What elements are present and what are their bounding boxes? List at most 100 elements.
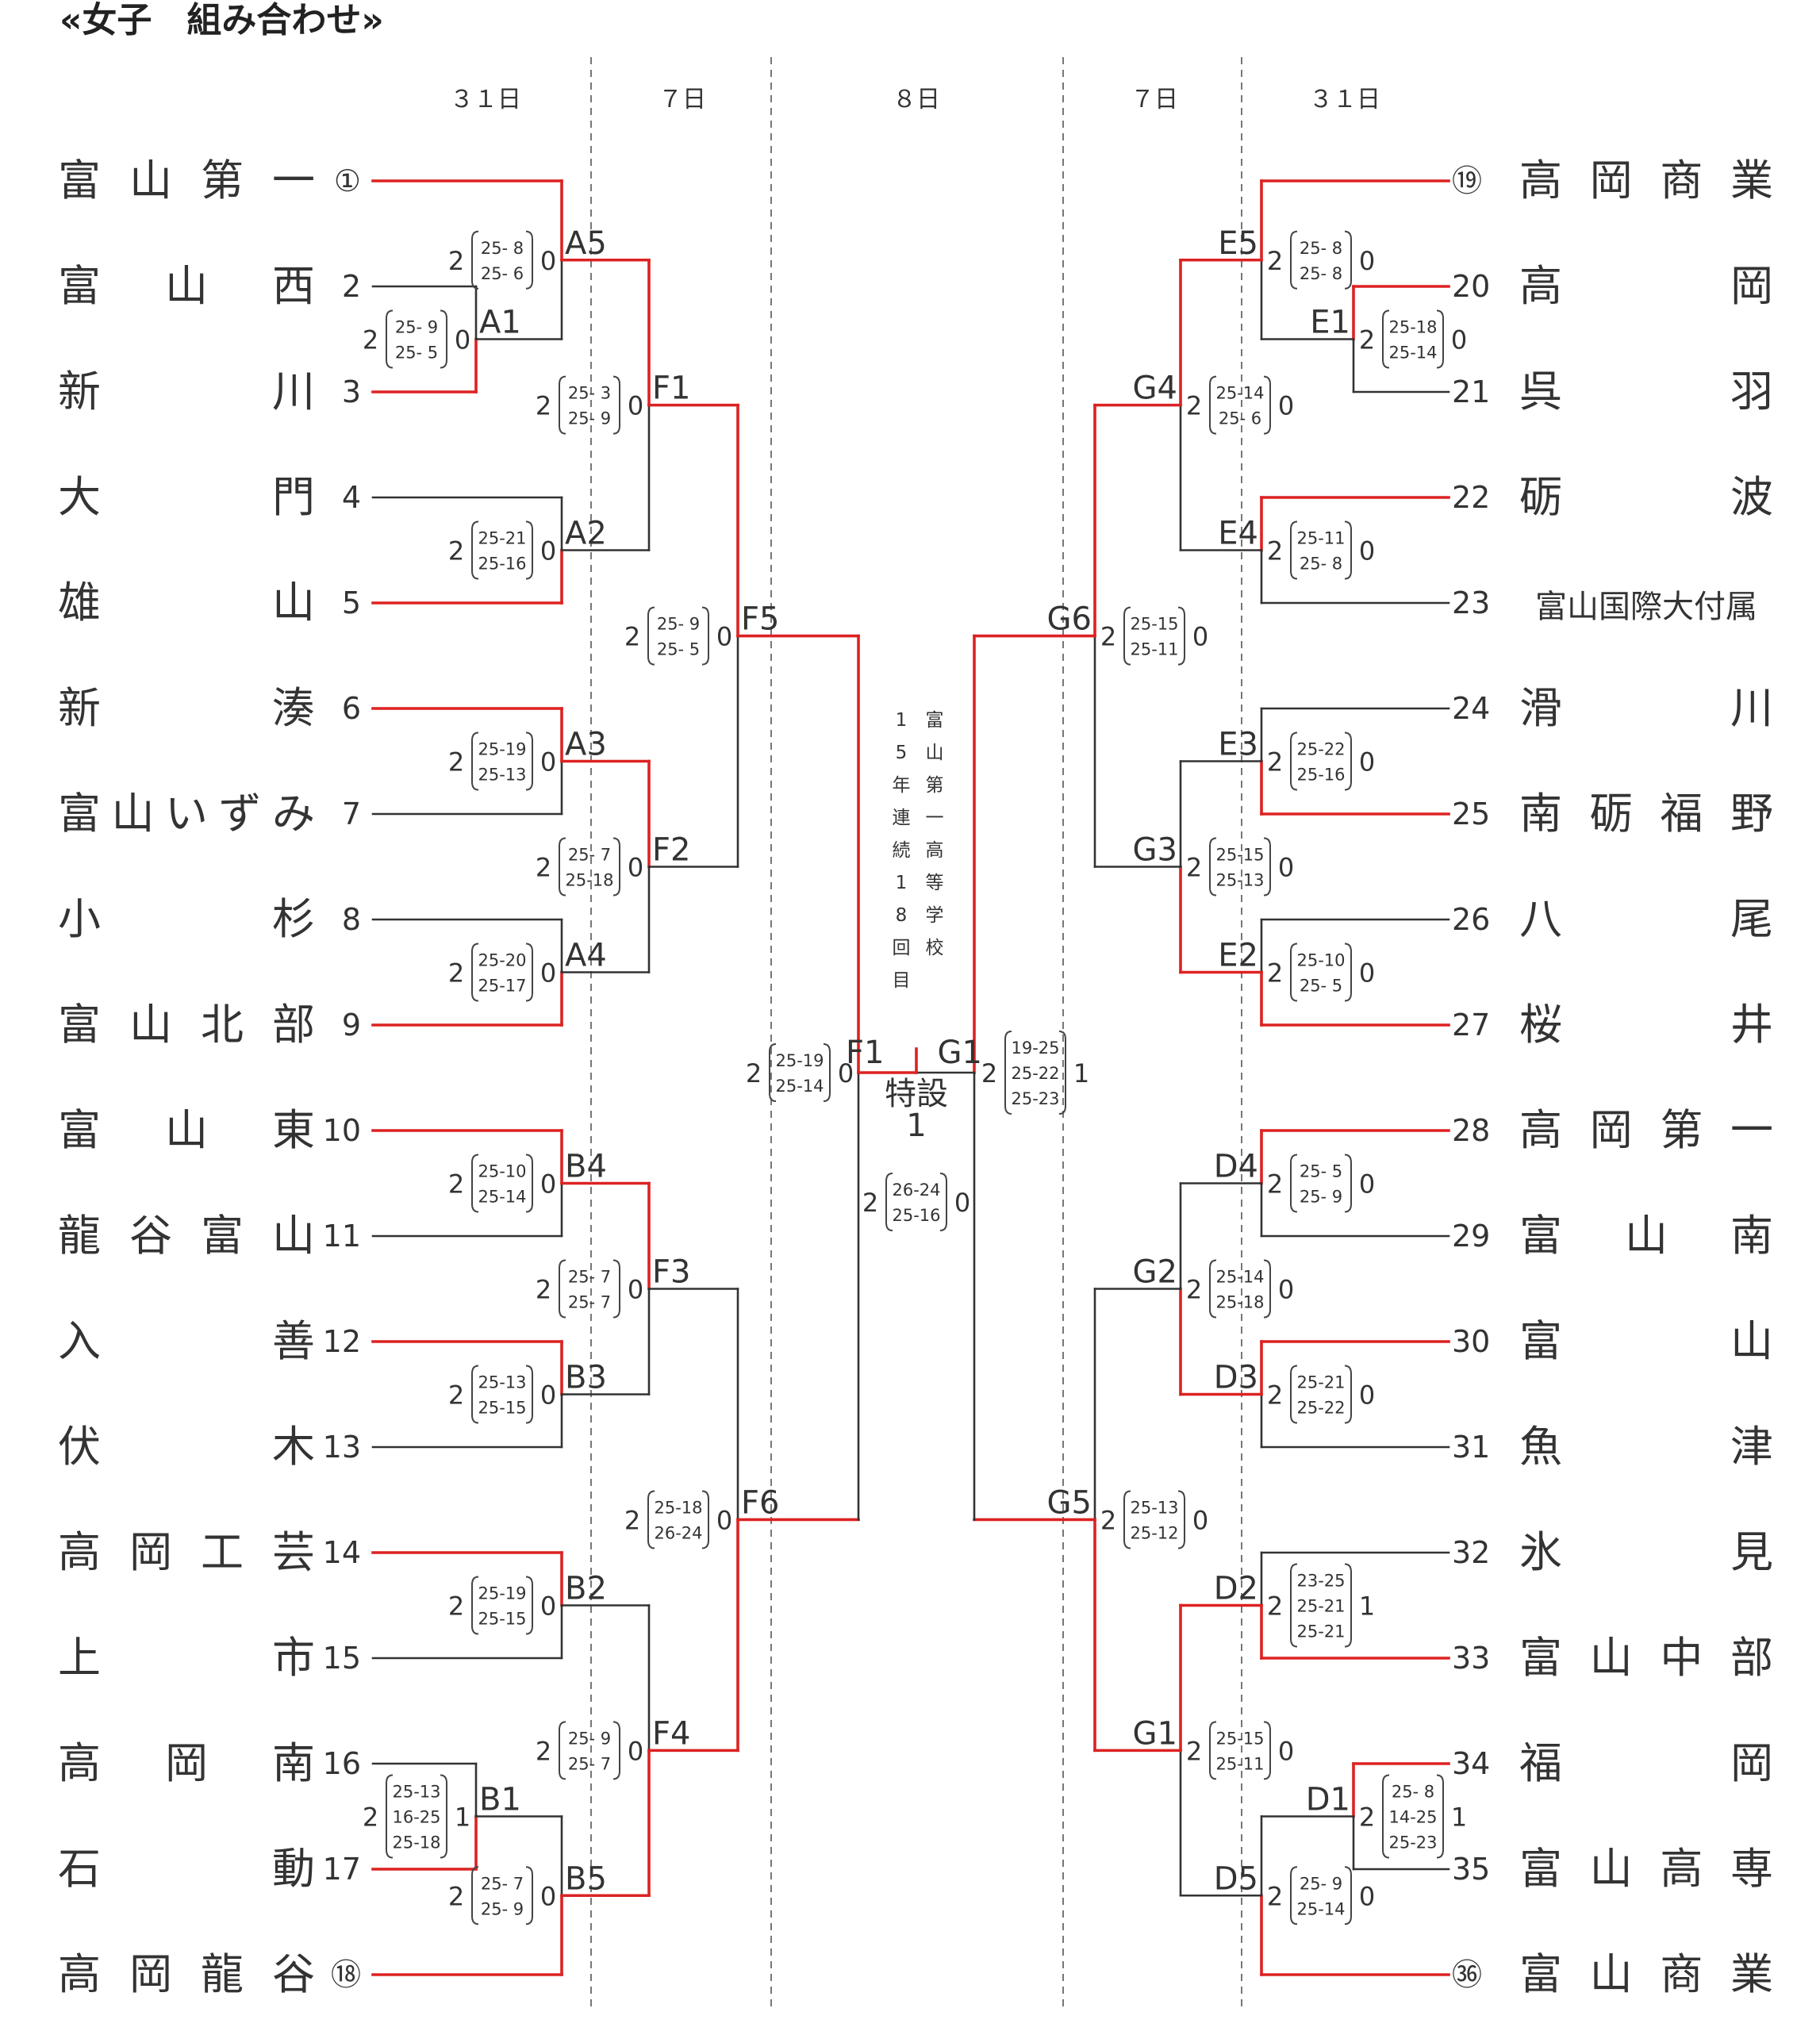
- svg-text:芸: 芸: [272, 1527, 315, 1577]
- team-seed: 7: [342, 797, 361, 831]
- champion-school-char: 等: [926, 873, 944, 893]
- sets-lost: 0: [628, 1736, 643, 1766]
- svg-text:北: 北: [201, 1000, 244, 1050]
- svg-text:工: 工: [201, 1527, 244, 1577]
- set-bracket: [471, 1154, 479, 1213]
- svg-text:山: 山: [272, 578, 315, 628]
- svg-text:谷: 谷: [129, 1211, 172, 1261]
- match-label: D3: [1214, 1360, 1258, 1396]
- set-score: 25-14: [478, 1188, 526, 1207]
- svg-text:商: 商: [1660, 1949, 1703, 1999]
- svg-text:川: 川: [272, 367, 315, 417]
- sets-lost: 0: [838, 1058, 854, 1088]
- sets-lost: 0: [1359, 1380, 1375, 1411]
- set-bracket: [471, 1365, 479, 1424]
- sets-won: 2: [448, 1169, 464, 1200]
- sets-won: 2: [1267, 536, 1283, 566]
- match-label: D5: [1214, 1860, 1258, 1897]
- sets-won: 2: [746, 1058, 762, 1088]
- match-label: F6: [741, 1484, 779, 1521]
- team-right: 南砺福野25: [1452, 789, 1773, 839]
- svg-text:高: 高: [1519, 155, 1562, 205]
- set-score: 25- 8: [1300, 264, 1342, 283]
- match-label: G4: [1133, 370, 1177, 407]
- svg-text:富山国際大付属: 富山国際大付属: [1535, 589, 1757, 625]
- set-score: 25- 7: [481, 1874, 524, 1893]
- team-seed: ㊱: [1452, 1957, 1482, 1992]
- team-seed: 12: [323, 1324, 361, 1359]
- set-bracket: [1209, 1721, 1217, 1780]
- sets-lost: 0: [540, 246, 556, 276]
- set-score: 25-23: [1011, 1089, 1059, 1108]
- team-seed: 13: [323, 1430, 361, 1465]
- svg-text:部: 部: [1730, 1633, 1773, 1683]
- set-score: 25- 9: [1300, 1188, 1342, 1207]
- set-bracket: [769, 1043, 777, 1102]
- sets-lost: 0: [1359, 246, 1375, 276]
- sets-won: 2: [624, 1505, 640, 1535]
- sets-lost: 0: [1359, 1169, 1375, 1200]
- team-right: 福岡34: [1452, 1738, 1773, 1788]
- svg-text:富: 富: [58, 261, 101, 311]
- team-right: 呉羽21: [1452, 367, 1773, 417]
- set-score: 25-13: [1130, 1498, 1178, 1517]
- svg-text:富: 富: [1519, 1844, 1562, 1894]
- set-score: 25-20: [478, 951, 526, 970]
- champion-school-char: 第: [926, 775, 944, 796]
- match-label: F4: [652, 1715, 690, 1752]
- svg-text:津: 津: [1730, 1422, 1773, 1472]
- sets-lost: 1: [1073, 1058, 1089, 1088]
- sets-won: 2: [1359, 325, 1375, 355]
- team-right: 高岡第一28: [1452, 1105, 1773, 1155]
- svg-text:富: 富: [58, 155, 101, 205]
- match-label: D2: [1214, 1571, 1258, 1607]
- svg-text:岡: 岡: [165, 1738, 208, 1788]
- svg-text:高: 高: [1519, 261, 1562, 311]
- match-label: G1: [1133, 1715, 1177, 1752]
- champion-streak-char: 1: [896, 873, 908, 893]
- sets-won: 2: [536, 1275, 551, 1305]
- set-score: 25-18: [565, 871, 613, 890]
- set-bracket: [701, 606, 709, 666]
- match-label: A5: [565, 225, 607, 262]
- set-score: 25-16: [892, 1206, 940, 1225]
- set-bracket: [471, 520, 479, 580]
- set-bracket: [1209, 375, 1217, 435]
- match-label: B2: [565, 1571, 607, 1607]
- set-bracket: [885, 1173, 893, 1231]
- svg-text:富: 富: [201, 1211, 244, 1261]
- svg-text:岡: 岡: [129, 1527, 172, 1577]
- sets-won: 2: [1267, 1380, 1283, 1411]
- svg-text:高: 高: [58, 1949, 101, 1999]
- team-right: 高岡商業⑲: [1452, 155, 1773, 205]
- sets-won: 2: [448, 1380, 464, 1411]
- set-bracket: [1344, 1563, 1352, 1648]
- set-score: 25-13: [1215, 871, 1264, 890]
- set-score: 25-21: [1296, 1597, 1345, 1616]
- set-score: 25-21: [1296, 1373, 1345, 1392]
- svg-text:ず: ず: [219, 789, 262, 839]
- svg-text:山: 山: [129, 1000, 172, 1050]
- set-bracket: [612, 1259, 620, 1319]
- set-bracket: [1344, 1154, 1352, 1213]
- semi-label-left: F1: [846, 1035, 884, 1071]
- svg-text:高: 高: [58, 1527, 101, 1577]
- champion-streak-char: 年: [893, 775, 911, 796]
- svg-text:大: 大: [58, 472, 101, 522]
- team-right: 富山中部33: [1452, 1633, 1773, 1683]
- semi-label-right: G1: [938, 1035, 982, 1071]
- svg-text:石: 石: [58, 1844, 101, 1894]
- sets-lost: 0: [1359, 536, 1375, 566]
- svg-text:井: 井: [1730, 1000, 1773, 1050]
- team-seed: 32: [1452, 1535, 1490, 1570]
- set-bracket: [471, 731, 479, 791]
- match-label: E3: [1218, 727, 1258, 763]
- svg-text:谷: 谷: [272, 1949, 315, 1999]
